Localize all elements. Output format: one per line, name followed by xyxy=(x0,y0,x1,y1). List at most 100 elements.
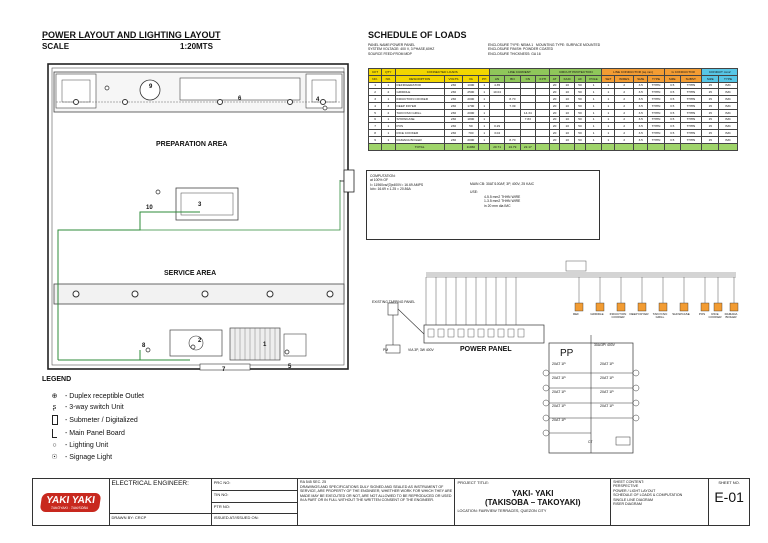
total-row: TOTAL 11960 20.71 24.79 22.17 xyxy=(367,142,738,151)
legend-label: - 3-way switch Unit xyxy=(65,404,124,411)
project-label: PROJECT TITLE: xyxy=(457,480,490,485)
engineer-cell: ELECTRICAL ENGINEER: xyxy=(108,477,212,515)
table-cell: 1 xyxy=(478,95,490,103)
logo-cell: YAKI YAKI TAKOYAKI · TAKISOBA xyxy=(32,478,110,526)
sheet-content-line: PERSPECTIVE xyxy=(613,484,639,489)
sub-header-cell: AF xyxy=(574,74,586,83)
table-cell: 2 xyxy=(614,122,635,131)
sub-header-cell: BN xyxy=(504,74,521,83)
table-cell: 3.5 xyxy=(633,81,649,90)
breaker-label: 20AT 1P xyxy=(552,404,566,408)
header-g-conductor: G CONDUCTOR xyxy=(663,68,703,76)
table-cell xyxy=(504,88,521,97)
table-cell xyxy=(534,88,551,97)
table-cell xyxy=(519,95,536,103)
table-cell: THHN xyxy=(679,88,703,97)
table-cell: 20 xyxy=(549,88,561,97)
submeter-icon xyxy=(50,415,59,425)
total-cn: 22.17 xyxy=(519,142,536,151)
table-cell: 2 xyxy=(614,88,635,97)
table-cell: 3.5 xyxy=(663,95,681,103)
table-cell: 3.5 xyxy=(633,101,649,110)
marker-10: 10 xyxy=(146,205,153,211)
breaker-label: 20AT 1P xyxy=(600,376,614,380)
legend-title: LEGEND xyxy=(42,376,72,383)
table-cell: INDUCTION COOKER xyxy=(394,95,445,103)
table-cell: 10 xyxy=(559,122,576,131)
table-cell xyxy=(534,129,551,137)
table-cell: 8.70 xyxy=(504,95,521,103)
header-ckt: CKT xyxy=(367,68,383,76)
table-cell: 10 xyxy=(559,88,576,97)
table-cell: 15 xyxy=(701,81,720,90)
computation-line: COMPUTATION: xyxy=(370,174,396,178)
table-cell: 1 xyxy=(381,122,396,131)
table-cell: 3.5 xyxy=(633,122,649,131)
table-cell: 2500 xyxy=(462,88,480,97)
table-cell: 1 xyxy=(478,122,490,131)
table-cell: RICE COOKER xyxy=(394,129,445,137)
table-cell: 1 xyxy=(478,129,490,137)
sheet-content-line: POWER / LIGHT LAYOUT xyxy=(613,488,656,493)
computation-line: at 100% OF xyxy=(370,178,389,183)
table-cell: 15 xyxy=(701,115,720,124)
table-cell xyxy=(504,122,521,131)
sheet-content-label: SHEET CONTENT: xyxy=(613,480,644,484)
table-cell: 50 xyxy=(574,122,586,131)
table-cell: 2 xyxy=(614,129,635,137)
table-cell: 50 xyxy=(574,88,586,97)
table-cell: 20 xyxy=(549,108,561,117)
table-cell: 1 xyxy=(478,101,490,110)
table-cell xyxy=(519,81,536,90)
table-cell: 1 xyxy=(381,129,396,137)
table-cell: 1 xyxy=(601,88,616,97)
table-cell: 230 xyxy=(443,135,464,144)
table-cell: 1 xyxy=(601,95,616,103)
table-cell: 3.5 xyxy=(633,135,649,144)
table-cell: THHN xyxy=(679,115,703,124)
table-cell: 3.5 xyxy=(663,135,681,144)
lighting-unit-icon: ○ xyxy=(52,442,57,449)
table-cell: 1 xyxy=(584,88,603,97)
three-way-switch-icon: ʂ xyxy=(52,404,57,411)
table-cell xyxy=(519,122,536,131)
table-cell: IMC xyxy=(718,135,738,144)
drawn-by: DRAWN BY: CRCP xyxy=(108,513,212,526)
table-cell: 3.5 xyxy=(633,95,649,103)
table-cell: THHN xyxy=(647,135,665,144)
table-cell: THHN xyxy=(647,115,665,124)
issued-label: ISSUED AT/ISSUED ON: xyxy=(210,513,299,526)
table-cell: THHN xyxy=(647,95,665,103)
table-cell: THHN xyxy=(679,95,703,103)
breakers-left: 20AT 1P 20AT 1P 20AT 1P 20AT 1P 20AT 1P xyxy=(552,362,566,422)
table-cell: 230 xyxy=(443,122,464,131)
table-cell: 3.5 xyxy=(663,81,681,90)
table-cell: 15 xyxy=(701,135,720,144)
table-cell: 50 xyxy=(574,129,586,137)
table-cell: 3.5 xyxy=(663,101,681,110)
legend-label: - Main Panel Board xyxy=(65,430,125,437)
pp-main-label: 30A/3P/ 400V xyxy=(594,343,615,347)
table-cell: 20 xyxy=(549,95,561,103)
power-panel-title: POWER PANEL xyxy=(460,346,512,353)
table-cell: THHN xyxy=(647,81,665,90)
table-cell: IMC xyxy=(718,122,738,131)
table-cell: 20 xyxy=(549,129,561,137)
table-cell: 3 xyxy=(381,101,396,110)
total-va: 11960 xyxy=(462,142,480,151)
table-cell: 3.5 xyxy=(663,115,681,124)
project-subtitle: (TAKISOBA – TAKOYAKI) xyxy=(484,498,581,507)
table-cell: IMC xyxy=(718,115,738,124)
table-cell: 1 xyxy=(381,81,396,90)
sub-header-cell: PH xyxy=(478,74,490,83)
table-cell: 230 xyxy=(443,129,464,137)
floor-plan xyxy=(47,63,355,371)
table-cell: 1 xyxy=(601,129,616,137)
table-cell: IMC xyxy=(718,88,738,97)
table-cell: 20 xyxy=(549,122,561,131)
engineer-label: ELECTRICAL ENGINEER: xyxy=(111,480,189,487)
